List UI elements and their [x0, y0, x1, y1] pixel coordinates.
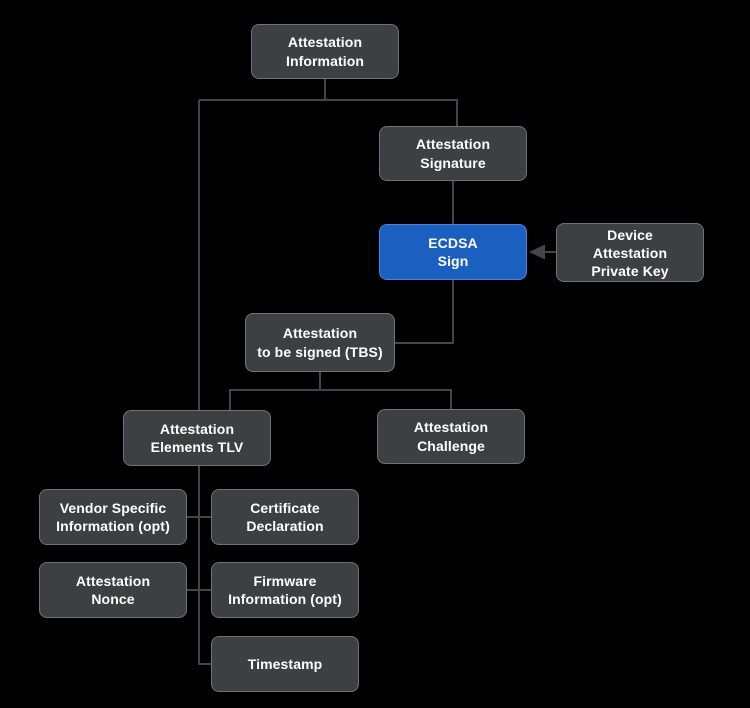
node-device-attestation-private-key: Device Attestation Private Key — [556, 223, 704, 282]
node-attestation-elements-tlv: Attestation Elements TLV — [123, 410, 271, 466]
node-attestation-signature: Attestation Signature — [379, 126, 527, 181]
node-attestation-to-be-signed-tbs: Attestation to be signed (TBS) — [245, 313, 395, 372]
node-certificate-declaration: Certificate Declaration — [211, 489, 359, 545]
edge-tbs-split — [229, 389, 452, 410]
node-vendor-specific-information: Vendor Specific Information (opt) — [39, 489, 187, 545]
node-attestation-challenge: Attestation Challenge — [377, 409, 525, 464]
arrow-left-icon — [529, 244, 545, 260]
node-ecdsa-sign: ECDSA Sign — [379, 224, 527, 280]
edge-ecdsa-to-tbs — [395, 280, 454, 344]
edge-info-to-signature — [199, 99, 458, 126]
node-firmware-information: Firmware Information (opt) — [211, 562, 359, 618]
node-attestation-nonce: Attestation Nonce — [39, 562, 187, 618]
node-timestamp: Timestamp — [211, 636, 359, 692]
node-attestation-information: Attestation Information — [251, 24, 399, 79]
edge-left-spine — [198, 100, 211, 665]
